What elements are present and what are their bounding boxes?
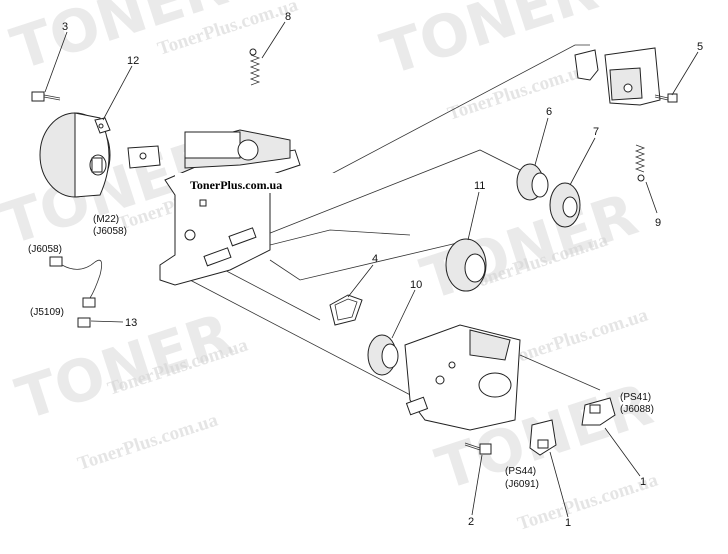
watermark-site: TonerPlus.com.ua [75,410,221,475]
watermark-layer: TONER TONER TONER TONER TONER TONER Tone… [0,0,661,535]
callout-3: 3 [62,21,68,33]
callout-1b: 1 [565,517,571,529]
site-banner: TonerPlus.com.ua [175,173,355,193]
label-m22: (M22) [93,214,119,225]
callout-numbers: 3 12 8 5 6 7 9 11 4 10 13 1 1 2 [62,11,703,529]
label-j6058-cable: (J6058) [28,244,62,255]
gear-part-11 [445,238,487,292]
watermark-site: TonerPlus.com.ua [445,60,591,125]
callout-10: 10 [410,279,422,291]
connector-labels: (M22) (J6058) (J6058) (J5109) (PS41) (J6… [28,214,654,490]
callout-9: 9 [655,217,661,229]
belt-part-4 [329,294,363,326]
label-j6091: (J6091) [505,479,539,490]
callout-leaders [44,21,699,518]
callout-7: 7 [593,126,599,138]
label-ps41: (PS41) [620,392,651,403]
callout-6: 6 [546,106,552,118]
sensor-ps44-part [529,419,557,456]
label-j6088: (J6088) [620,404,654,415]
cable-part-13 [49,256,103,328]
label-j6058-motor: (J6058) [93,226,127,237]
gear-part-10 [367,334,399,376]
label-ps44: (PS44) [505,466,536,477]
spring-part-8 [249,48,261,86]
callout-13: 13 [125,317,137,329]
screw-part-3 [31,91,61,102]
callout-2: 2 [468,516,474,528]
gear-part-6 [516,163,549,201]
callout-8: 8 [285,11,291,23]
sensor-ps41-part [581,397,616,426]
spring-part-9 [634,144,646,182]
callout-11: 11 [474,180,485,192]
gear-part-7 [549,182,581,228]
screw-part-2 [464,442,492,455]
callout-12: 12 [127,55,139,67]
right-bracket-part [574,47,661,106]
lower-gearbox-assembly [404,324,521,431]
callout-5: 5 [697,41,703,53]
watermark-site: TonerPlus.com.ua [505,305,651,370]
banner-text: TonerPlus.com.ua [190,178,282,192]
callout-4: 4 [372,253,378,265]
stepper-motor-part [39,112,161,198]
label-j5109: (J5109) [30,307,64,318]
callout-1a: 1 [640,476,646,488]
